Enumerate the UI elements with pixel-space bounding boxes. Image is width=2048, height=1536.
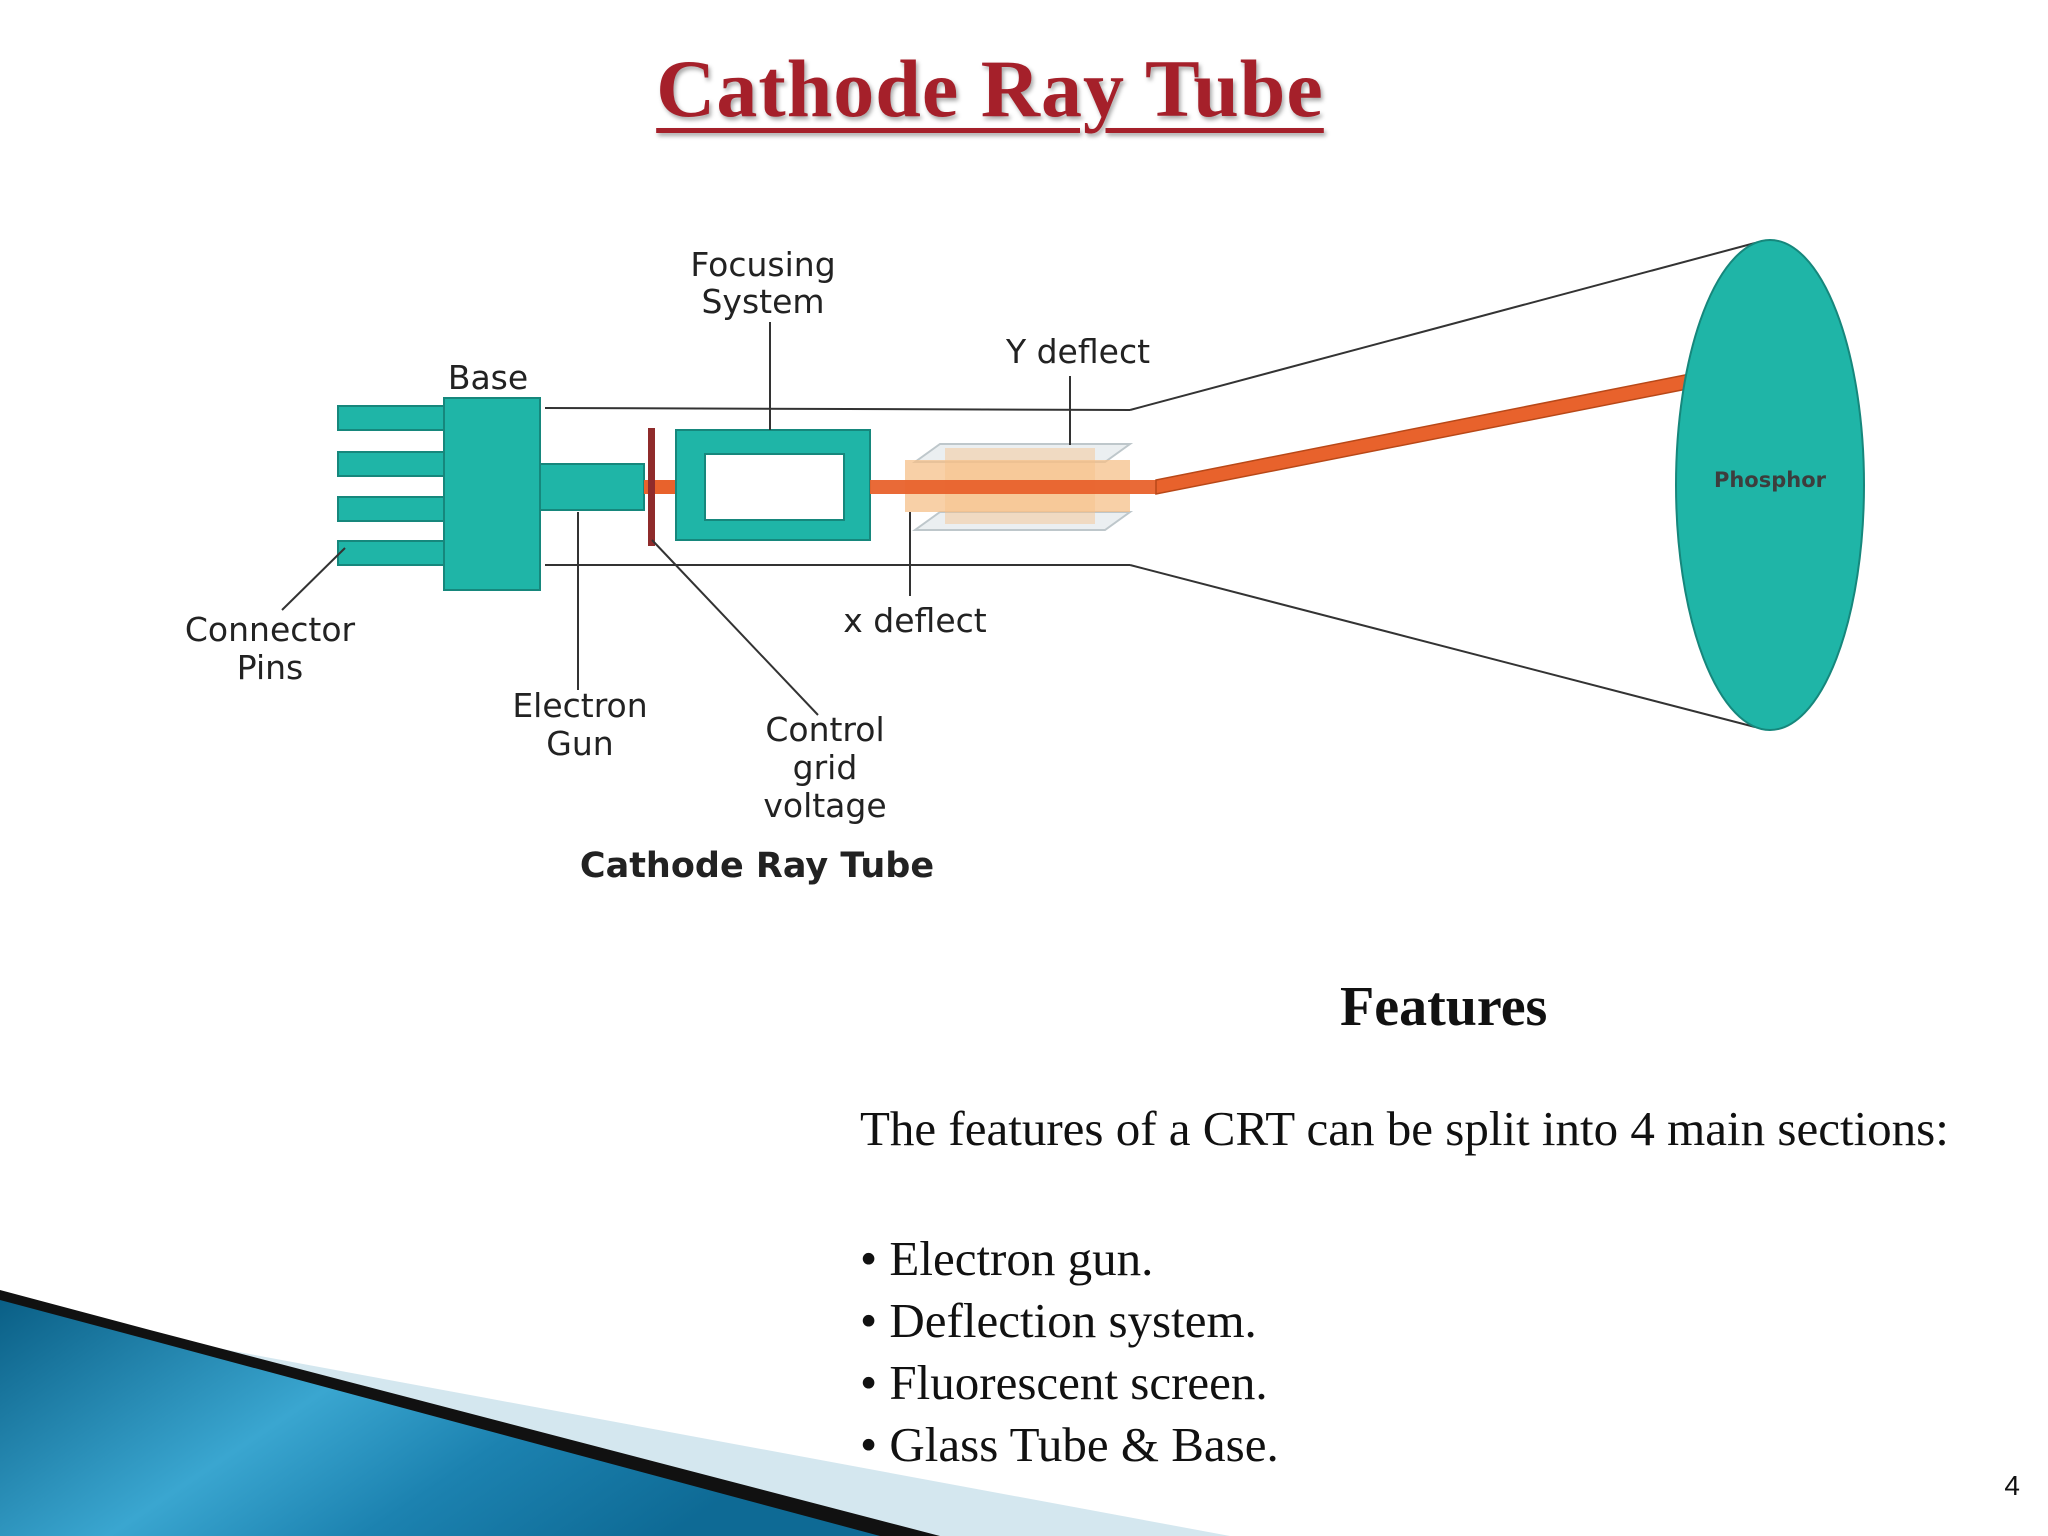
control-grid [648, 428, 655, 546]
y-deflect-label: Y deflect [1005, 332, 1150, 371]
phosphor-label: Phosphor [1714, 468, 1827, 492]
focusing-system-label-line1: Focusing [690, 245, 835, 284]
crt-diagram: Phosphor Focusing System Y deflect Base … [185, 239, 1865, 886]
base-block [443, 397, 541, 591]
diagram-caption: Cathode Ray Tube [580, 846, 934, 886]
electron-gun-label-line2: Gun [546, 724, 613, 763]
page-number: 4 [2004, 1470, 2020, 1501]
base-label: Base [448, 358, 528, 397]
glass-envelope [544, 242, 1756, 728]
connector-pin [337, 540, 447, 566]
control-grid-label-line1: Control [765, 710, 884, 749]
focusing-window [704, 453, 845, 521]
connector-pin [337, 451, 447, 477]
beam-segment [870, 480, 1156, 494]
features-heading: Features [1340, 976, 1548, 1038]
connector-pin [337, 496, 447, 522]
electron-gun-label-line1: Electron [512, 686, 647, 725]
connector-pins [337, 405, 447, 566]
features-list: Electron gun. Deflection system. Fluores… [860, 1228, 1279, 1476]
leader-lines [281, 322, 1071, 716]
corner-decoration [0, 1290, 1230, 1536]
control-grid-label-line3: voltage [763, 786, 886, 825]
connector-pins-label-line1: Connector [185, 610, 356, 649]
focusing-system-label-line2: System [701, 282, 824, 321]
features-list-item: Fluorescent screen. [860, 1352, 1279, 1414]
connector-pin [337, 405, 447, 431]
phosphor-screen [1675, 239, 1865, 731]
electron-gun [539, 463, 645, 511]
features-list-item: Deflection system. [860, 1290, 1279, 1352]
features-intro: The features of a CRT can be split into … [860, 1101, 1949, 1156]
connector-pins-label-line2: Pins [237, 648, 303, 687]
features-list-item: Glass Tube & Base. [860, 1414, 1278, 1476]
slide-title: Cathode Ray Tube [656, 43, 1324, 134]
control-grid-label-line2: grid [793, 748, 858, 787]
electron-beam [1155, 373, 1693, 495]
x-deflect-label: x deflect [843, 601, 987, 640]
features-list-item: Electron gun. [860, 1228, 1279, 1290]
